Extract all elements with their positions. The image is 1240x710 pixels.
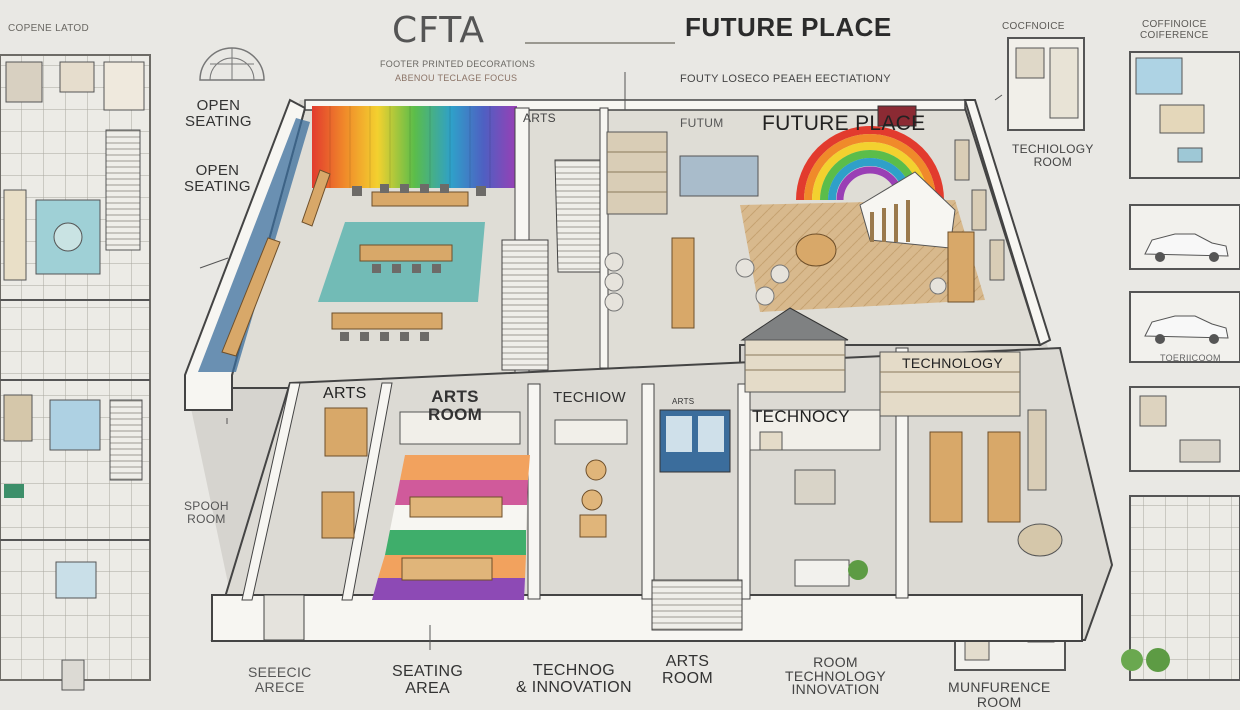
arts-room-floor (372, 411, 530, 600)
teal-rug (318, 222, 485, 302)
open-seating-label-2: OPEN SEATING (184, 162, 251, 195)
center-staircase (554, 159, 605, 273)
open-seating-label-1: OPEN SEATING (185, 97, 252, 130)
sport-room-label: SPOOH ROOM (184, 499, 229, 526)
title-divider (525, 42, 675, 44)
service-area-label: SEEECIC ARECE (248, 664, 312, 695)
conference-room-label: MUNFURENCE ROOM (948, 679, 1051, 710)
compass-logo (199, 47, 265, 81)
techology-room-label: TECHIOLOGY ROOM (1012, 142, 1094, 169)
rainbow-wall (312, 106, 517, 188)
left-staircase (501, 239, 549, 371)
seating-area-label: SEATING AREA (392, 663, 464, 697)
title-left: CFTA (392, 10, 486, 51)
techno-innovation-label: TECHNOG & INNOVATION (516, 662, 632, 696)
arts-top-label: ARTS (523, 111, 556, 125)
top-left-margin-caption: COPENE LATOD (8, 23, 90, 34)
room-technology-innovation-label: ROOM TECHNOLOGY INNOVATION (785, 654, 887, 698)
subtitle-line-2: FOUTY LOSECO PEAEH EECTIATIONY (680, 73, 891, 85)
technology-top-label: TECHNOLOGY (902, 355, 1004, 371)
top-right-margin-caption-a: COCFNOICE (1002, 21, 1065, 32)
door-sign-label: ARTS (672, 397, 695, 406)
arts-left-label: ARTS (323, 385, 367, 402)
subtitle-line-1: FOOTER PRINTED DECORATIONS (380, 59, 536, 69)
technocy-label: TECHNOCY (752, 407, 850, 426)
future-place-label: FUTURE PLACE (762, 112, 926, 135)
title-right: FUTURE PLACE (685, 12, 892, 42)
right-thumbnail-caption: TOERIICOOM (1160, 353, 1221, 363)
arts-room-plan-label: ARTS ROOM (428, 387, 483, 424)
technow-label: TECHIOW (553, 389, 626, 406)
top-right-margin-caption-b: COFFINOICE COIFERENCE (1140, 19, 1209, 41)
subtitle-line-3: ABENOU TECLAGE FOCUS (395, 73, 518, 83)
arts-room-bottom-label: ARTS ROOM (662, 653, 713, 687)
left-margin-floorplan (0, 54, 151, 691)
future-small-label: FUTUM (680, 116, 724, 130)
